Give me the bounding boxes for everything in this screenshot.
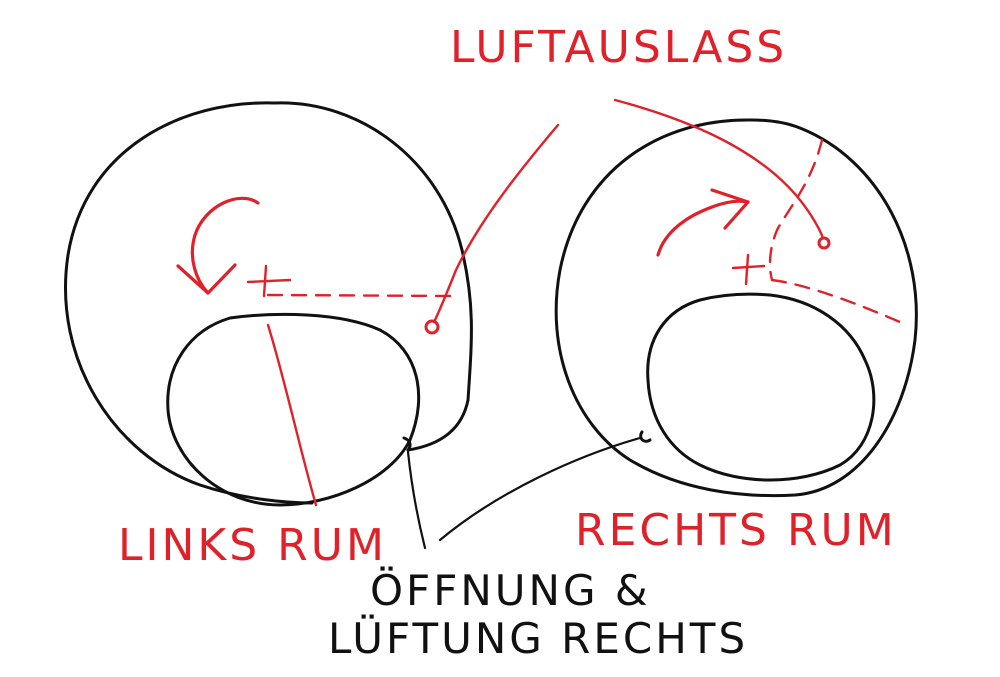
left-dashed-line bbox=[266, 293, 457, 298]
right-rotation-arrow bbox=[656, 199, 750, 257]
left-outlet-dot bbox=[424, 319, 440, 335]
right-inner-circle bbox=[646, 292, 876, 482]
right-rotor bbox=[554, 118, 918, 498]
outlet-label: LUFTAUSLASS bbox=[450, 22, 787, 73]
right-room-label: RECHTS RUM bbox=[575, 505, 897, 556]
right-gap-mark bbox=[639, 430, 652, 443]
left-room-label: LINKS RUM bbox=[118, 520, 387, 571]
leader-lines bbox=[406, 98, 825, 550]
left-rotor bbox=[64, 101, 473, 507]
left-inner-circle bbox=[166, 312, 421, 507]
right-dashed-horizontal bbox=[770, 278, 902, 324]
right-outlet-dot bbox=[817, 236, 831, 250]
left-arrow-head bbox=[176, 263, 237, 295]
opening-leader-left bbox=[406, 450, 427, 550]
opening-label-line1: ÖFFNUNG & bbox=[370, 565, 651, 615]
left-rotation-arrow bbox=[190, 196, 260, 295]
left-outer-circle-bottom bbox=[406, 398, 470, 452]
outlet-leader-right bbox=[613, 98, 825, 240]
right-outer-circle bbox=[554, 118, 918, 498]
right-dashed-vertical bbox=[768, 138, 824, 282]
right-center-cross bbox=[731, 253, 766, 286]
opening-label-line2: LÜFTUNG RECHTS bbox=[328, 613, 748, 663]
left-gap-mark bbox=[402, 436, 412, 452]
left-outer-circle bbox=[64, 101, 473, 505]
right-arrow-head bbox=[710, 188, 750, 230]
left-center-line bbox=[266, 323, 318, 507]
outlet-leader-left bbox=[432, 123, 560, 324]
left-center-cross bbox=[246, 264, 292, 298]
opening-leader-right bbox=[438, 436, 642, 542]
